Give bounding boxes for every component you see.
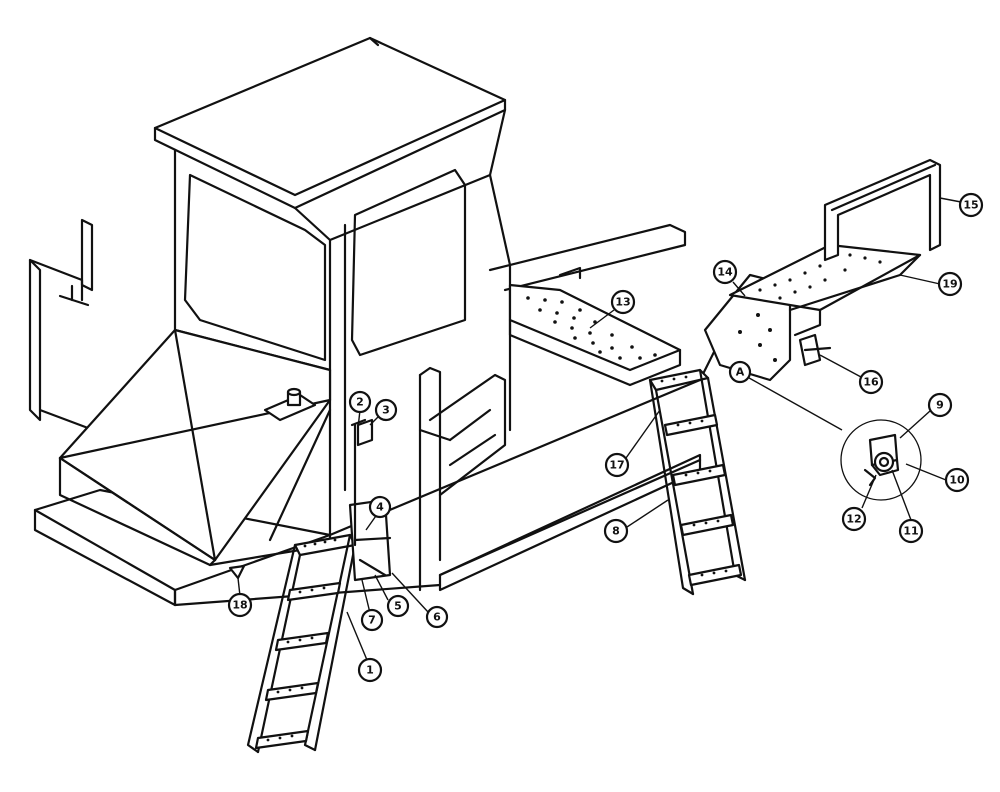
callout-circle (944, 467, 970, 493)
callout-number: 11 (903, 525, 918, 538)
platform-deck (508, 283, 682, 387)
callout-number: 16 (863, 376, 879, 389)
callout-18: 18 (227, 592, 253, 618)
callout-circle (603, 518, 629, 544)
operator-cab (58, 36, 512, 592)
callout-circle (368, 495, 392, 519)
callout-8: 8 (603, 518, 629, 544)
callout-circle (357, 657, 383, 683)
rear-platform (703, 158, 942, 382)
callout-a: A (728, 360, 752, 384)
callout-4: 4 (368, 495, 392, 519)
ladder-tread-dots (660, 375, 728, 577)
callout-circle (610, 289, 636, 315)
callout-number: 14 (717, 266, 733, 279)
callout-number: 13 (615, 296, 630, 309)
callout-11: 11 (898, 518, 924, 544)
callout-circle (728, 360, 752, 384)
callout-number: 1 (366, 664, 374, 677)
platform-perforations (758, 253, 882, 300)
callout-circle (898, 518, 924, 544)
callout-circle (374, 398, 398, 422)
callout-14: 14 (712, 259, 738, 285)
callout-number: 6 (433, 611, 441, 624)
callout-circle (604, 452, 630, 478)
deck-perforations (526, 296, 657, 360)
callout-3: 3 (374, 398, 398, 422)
callout-circle (841, 506, 867, 532)
callout-1: 1 (357, 657, 383, 683)
callouts: 1 2 3 4 5 6 7 8 9 10 11 12 13 14 15 16 1… (227, 192, 984, 683)
callout-circle (712, 259, 738, 285)
gusset-bolts (738, 313, 777, 362)
callout-9: 9 (927, 392, 953, 418)
part-18-clip (228, 564, 246, 580)
callout-2: 2 (348, 390, 372, 414)
callout-number: 5 (394, 600, 402, 613)
callout-number: 17 (609, 459, 624, 472)
callout-circle (958, 192, 984, 218)
ladder-tread-dots (266, 538, 337, 742)
detail-view-a (840, 419, 922, 501)
callout-number: 3 (382, 404, 390, 417)
callout-17: 17 (604, 452, 630, 478)
callout-circle (360, 608, 384, 632)
callout-12: 12 (841, 506, 867, 532)
callout-13: 13 (610, 289, 636, 315)
callout-19: 19 (937, 271, 963, 297)
callout-circle (348, 390, 372, 414)
callout-circle (386, 594, 410, 618)
callout-circle (858, 369, 884, 395)
callout-10: 10 (944, 467, 970, 493)
callout-5: 5 (386, 594, 410, 618)
callout-16: 16 (858, 369, 884, 395)
callout-number: 4 (376, 501, 384, 514)
callout-number: 19 (942, 278, 957, 291)
callout-number: 18 (232, 599, 247, 612)
callout-7: 7 (360, 608, 384, 632)
callout-number: 2 (356, 396, 364, 409)
callout-circle (425, 605, 449, 629)
callout-number: 12 (846, 513, 861, 526)
callout-15: 15 (958, 192, 984, 218)
callout-number: 15 (963, 199, 978, 212)
callout-circle (937, 271, 963, 297)
callout-number: 10 (949, 474, 965, 487)
right-step-ladder (648, 368, 747, 596)
callout-6: 6 (425, 605, 449, 629)
callout-number: 9 (936, 399, 944, 412)
callout-number: 8 (612, 525, 620, 538)
callout-number: A (736, 366, 745, 379)
callout-circle (927, 392, 953, 418)
callout-circle (227, 592, 253, 618)
callout-number: 7 (368, 614, 376, 627)
